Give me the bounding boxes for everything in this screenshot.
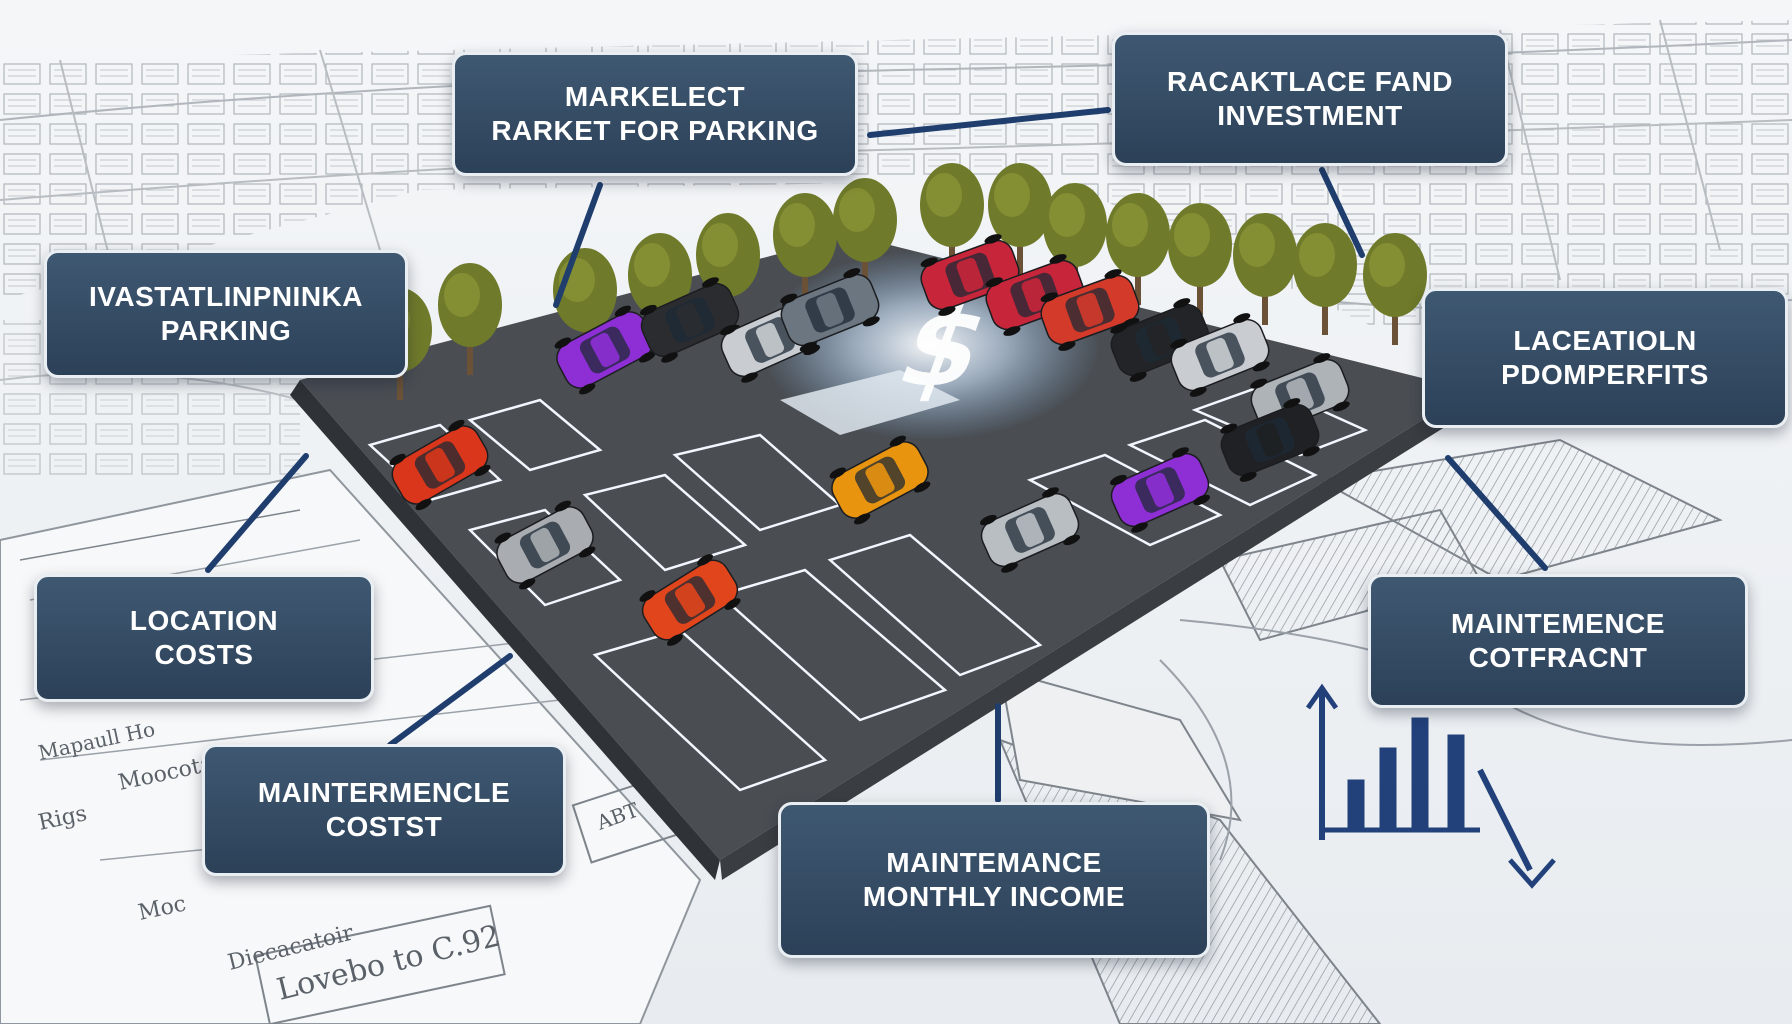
label-line: MARKELECT: [564, 81, 746, 112]
car: [1110, 298, 1210, 382]
label-line: MONTHLY INCOME: [862, 881, 1126, 912]
tree: [1363, 233, 1427, 345]
tree: [696, 213, 760, 325]
car: [979, 487, 1081, 573]
car: [1109, 447, 1211, 533]
parking-stall: [582, 473, 748, 572]
tree: [438, 263, 502, 375]
tree: [1043, 183, 1107, 295]
parking-stall: [467, 398, 603, 472]
label-maintenance-costs: MAINTERMENCLE COSTST: [202, 744, 566, 876]
parking-stall: [827, 533, 1043, 677]
label-line: MAINTERMENCLE: [257, 777, 511, 808]
label-line: COTFRACNT: [1468, 642, 1648, 673]
parking-stall: [1026, 453, 1223, 547]
tree: [1293, 223, 1357, 335]
tree: [628, 233, 692, 345]
label-line: LACEATIOLN: [1513, 325, 1697, 356]
label-line: RARKET FOR PARKING: [491, 115, 819, 146]
label-line: PDOMPERFITS: [1501, 359, 1709, 390]
tree: [1106, 193, 1170, 305]
connector-lines: [205, 107, 1548, 803]
label-line: RACAKTLACE FAND: [1167, 66, 1453, 97]
tree: [920, 163, 984, 275]
tree: [988, 163, 1052, 275]
car: [389, 419, 491, 511]
label-market-for-parking: MARKELECT RARKET FOR PARKING: [452, 52, 858, 176]
car: [639, 554, 741, 646]
label-location-profits: LACEATIOLN PDOMPERFITS: [1422, 288, 1788, 428]
label-maintenance-contract: MAINTEMENCE COTFRACNT: [1368, 574, 1748, 708]
label-line: MAINTEMANCE: [886, 847, 1102, 878]
car: [1040, 269, 1140, 351]
label-line: COSTS: [154, 639, 254, 670]
car: [1220, 398, 1320, 482]
car: [494, 500, 596, 590]
car: [1170, 313, 1270, 397]
tree: [1168, 203, 1232, 315]
label-location-costs: LOCATION COSTS: [34, 574, 374, 702]
label-monthly-income: MAINTEMANCE MONTHLY INCOME: [778, 802, 1210, 958]
tree: [773, 193, 837, 305]
tree-row: [368, 163, 1427, 400]
parking-stall: [592, 628, 828, 792]
label-line: COSTST: [325, 811, 443, 842]
car: [829, 435, 931, 525]
tree: [833, 178, 897, 290]
car: [780, 268, 880, 352]
label-line: IVASTATLINPNINKA: [89, 281, 363, 312]
label-line: INVESTMENT: [1217, 100, 1403, 131]
parking-stall: [717, 568, 948, 722]
parking-stall: [1126, 418, 1318, 507]
label-parking-type: IVASTATLINPNINKA PARKING: [44, 250, 408, 378]
label-line: LOCATION: [129, 605, 279, 636]
parked-cars: [389, 234, 1350, 646]
growth-chart-icon: [1305, 683, 1556, 889]
tree: [1233, 213, 1297, 325]
label-line: PARKING: [160, 315, 292, 346]
label-marketplace-investment: RACAKTLACE FAND INVESTMENT: [1112, 32, 1508, 166]
label-line: MAINTEMENCE: [1451, 608, 1665, 639]
parking-lot: [290, 235, 1480, 880]
car: [639, 277, 741, 363]
